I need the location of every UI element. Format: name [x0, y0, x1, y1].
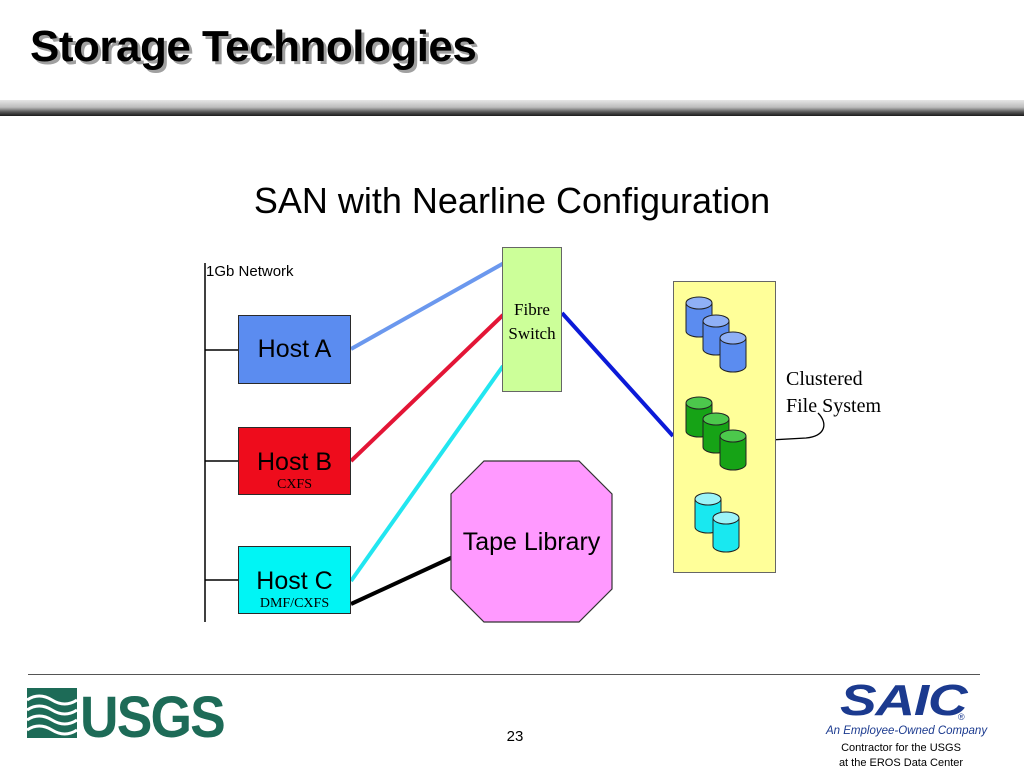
footer-rule [28, 674, 980, 675]
disk-cyan-2 [712, 511, 740, 553]
contractor-line-2: at the EROS Data Center [838, 757, 964, 769]
page-number: 23 [506, 728, 524, 745]
disk-stack [685, 296, 747, 553]
network-label: 1Gb Network [206, 263, 294, 280]
link-switch-storage [560, 311, 675, 438]
tape-library-octagon [450, 460, 613, 623]
host-b-label: Host B [256, 448, 333, 476]
link-host-b-switch [349, 313, 505, 463]
diagram-title: SAN with Nearline Configuration [253, 180, 771, 221]
clustered-file-system-label: Clustered File System [786, 366, 881, 420]
tape-library-label: Tape Library [462, 528, 601, 556]
host-a-label: Host A [257, 335, 332, 363]
title-bar [0, 100, 1024, 116]
cluster-label-line1: Clustered [786, 368, 863, 390]
host-b-box: Host B CXFS [238, 427, 351, 495]
contractor-line-1: Contractor for the USGS [841, 742, 961, 754]
switch-label-line2: Switch [508, 324, 556, 343]
cluster-label-line2: File System [786, 395, 882, 417]
link-host-a-switch [350, 261, 505, 351]
saic-registered-mark: ® [958, 712, 965, 722]
host-a-box: Host A [238, 315, 351, 384]
cluster-pointer-arrow [751, 412, 825, 442]
host-b-sublabel: CXFS [276, 477, 313, 492]
saic-logo-text: SAIC [840, 676, 968, 725]
saic-tagline: An Employee-Owned Company [826, 725, 988, 737]
link-host-c-tape [350, 554, 456, 606]
usgs-wave-icon [27, 688, 77, 738]
host-c-box: Host C DMF/CXFS [238, 546, 351, 614]
link-host-c-switch [349, 364, 505, 583]
host-c-label: Host C [256, 567, 333, 595]
switch-label-line1: Fibre [514, 300, 550, 319]
host-c-sublabel: DMF/CXFS [259, 596, 330, 611]
fibre-switch-label: Fibre Switch [502, 298, 562, 346]
fibre-switch-box [502, 247, 562, 392]
disk-green-3 [719, 429, 747, 471]
disk-blue-3 [719, 331, 747, 373]
usgs-logo-text: USGS [80, 685, 226, 750]
slide-title: Storage Technologies [30, 22, 477, 71]
